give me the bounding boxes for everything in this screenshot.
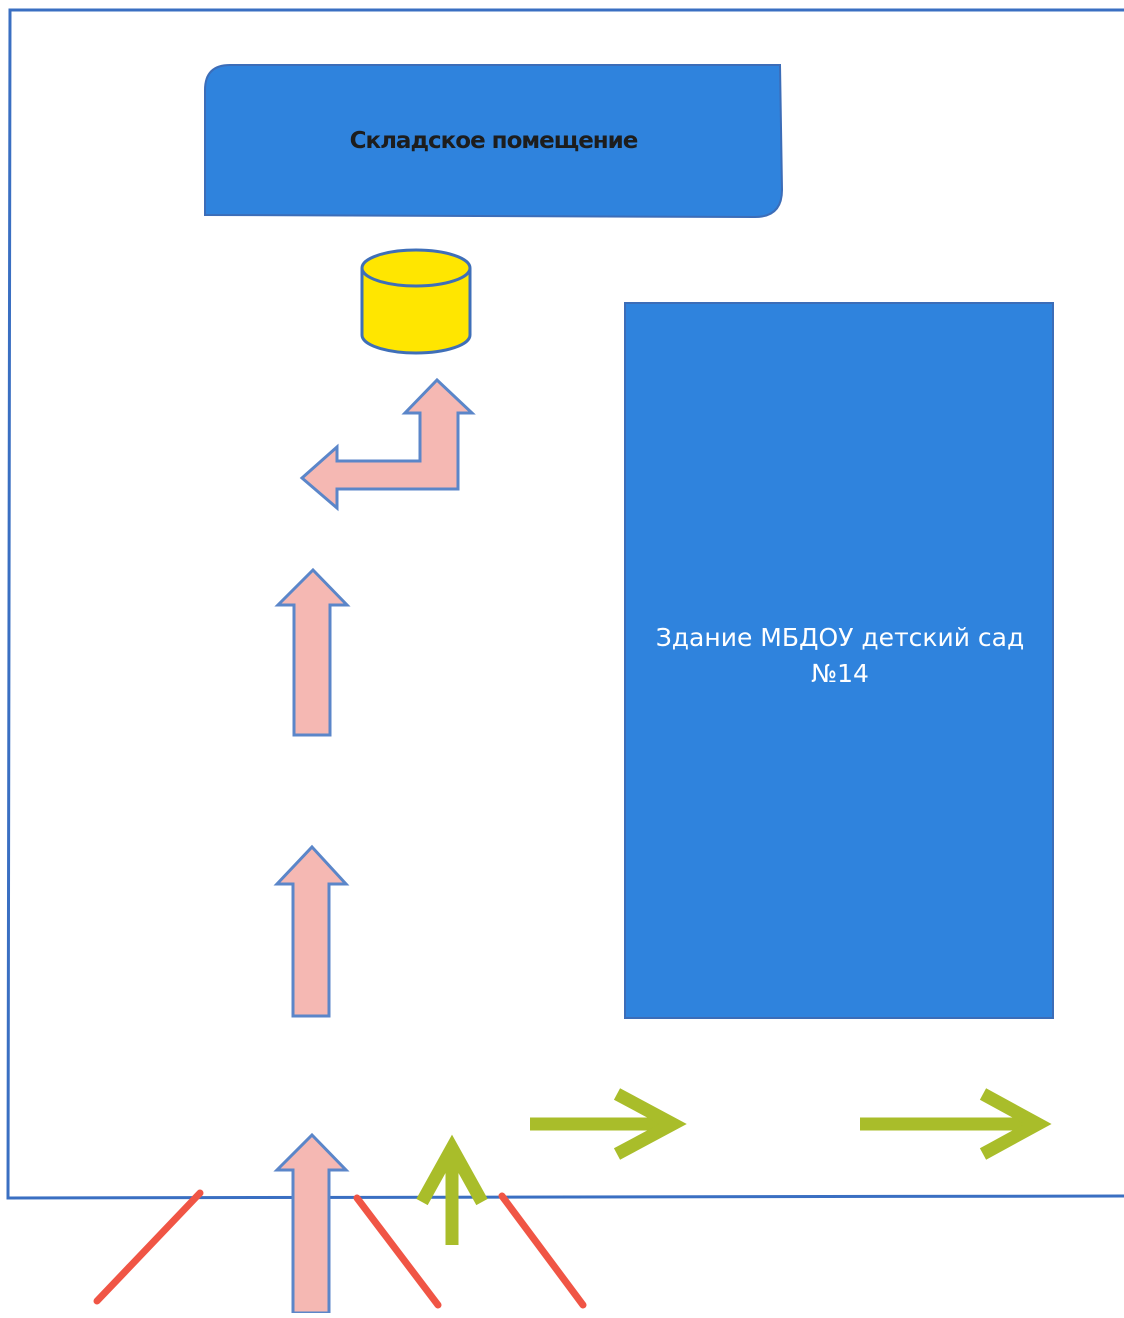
vehicle-route-arrow-upper <box>274 567 351 737</box>
storage-building <box>204 64 784 219</box>
barrier-line-middle <box>353 1194 442 1309</box>
barrier-line-left <box>93 1189 204 1305</box>
pedestrian-route-arrow-right-2 <box>860 1088 1052 1160</box>
vehicle-route-arrow-middle <box>273 844 350 1018</box>
territory-border <box>6 8 1124 1200</box>
kindergarten-number-line: №14 <box>811 659 869 688</box>
barrier-lines <box>93 1189 587 1309</box>
kindergarten-name-line: Здание МБДОУ детский сад <box>655 623 1025 652</box>
pedestrian-route-arrow-right-1 <box>530 1088 687 1160</box>
kindergarten-building <box>624 302 1054 1019</box>
pedestrian-route-arrow-entrance <box>416 1134 488 1245</box>
storage-building-label: Складское помещение <box>349 128 639 154</box>
trash-container-icon <box>360 248 472 355</box>
vehicle-route-turn-arrow <box>299 377 476 512</box>
kindergarten-building-label: Здание МБДОУ детский сад №14 <box>625 620 1055 692</box>
barrier-line-right <box>498 1192 587 1309</box>
vehicle-route-arrow-entrance <box>273 1132 350 1315</box>
